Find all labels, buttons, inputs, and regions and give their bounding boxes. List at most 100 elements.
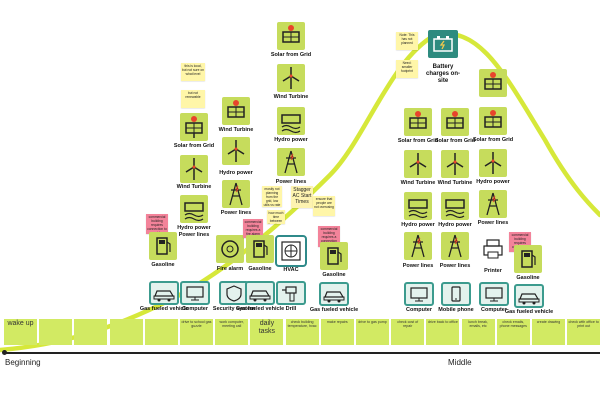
wind-card[interactable] <box>277 64 305 92</box>
timeline-step-note[interactable] <box>39 319 73 345</box>
timeline-step-note[interactable] <box>144 319 178 345</box>
timeline-step-note[interactable]: make repairs <box>320 319 354 345</box>
card-label: Hydro power <box>219 170 253 176</box>
timeline-step-note[interactable]: wake up <box>4 319 37 345</box>
mobile-card[interactable] <box>441 282 471 306</box>
timeline-step-note[interactable]: drive to gas pump <box>356 319 389 345</box>
sticky-note[interactable]: commercial building requires connection … <box>146 214 168 234</box>
card-label: Gasoline <box>322 272 346 278</box>
card-label: Wind Turbine <box>437 180 473 186</box>
timeline-step-note[interactable]: drive back to office <box>426 319 460 345</box>
sticky-note[interactable]: this is local, but not sure on what leve… <box>181 63 205 81</box>
power-lines-card[interactable] <box>404 232 432 260</box>
car-icon <box>249 290 271 302</box>
gas-vehicle-card[interactable] <box>245 281 275 305</box>
sticky-note[interactable]: how much time between fire alarms and ci… <box>267 210 285 224</box>
gas-vehicle-card[interactable] <box>149 281 179 305</box>
sticky-text: how much time between fire alarms and ci… <box>268 211 284 224</box>
timeline-step-note[interactable]: check building temperature, hvac <box>285 319 319 345</box>
solar-card[interactable] <box>479 69 507 97</box>
card-label: Computer <box>182 306 208 312</box>
solar-card[interactable] <box>404 108 432 136</box>
solar-card[interactable] <box>180 113 208 141</box>
dam-icon <box>281 114 301 134</box>
hydro-card[interactable] <box>180 195 208 223</box>
card-label: Hydro power <box>476 179 510 185</box>
timeline-step-note[interactable]: work computer, meeting call <box>215 319 249 345</box>
card-label: Power lines <box>220 210 252 216</box>
wind-card[interactable] <box>441 150 469 178</box>
gasoline-card[interactable] <box>149 232 177 260</box>
hvac-card[interactable] <box>275 235 307 267</box>
gas-vehicle-card[interactable] <box>319 282 349 306</box>
sticky-note[interactable]: Note: This has not planned <box>396 32 418 50</box>
fire-alarm-card[interactable] <box>216 235 244 263</box>
timeline-step-note[interactable]: drive to school gas guzzle <box>180 319 213 345</box>
fuel-pump-icon <box>156 237 171 255</box>
sticky-note[interactable]: mostly not planning from the grid, low u… <box>262 186 282 207</box>
timeline-step-note[interactable] <box>109 319 143 345</box>
card-label: Power lines <box>439 263 471 269</box>
sticky-note[interactable]: Need: smaller footprint <box>396 60 418 78</box>
timeline-step-note[interactable]: check with office to print out <box>567 319 600 345</box>
gas-vehicle-card[interactable] <box>514 284 544 308</box>
wind-card[interactable] <box>180 155 208 183</box>
timeline-step-text: check with office to print out <box>568 320 599 329</box>
printer-card[interactable] <box>479 235 507 263</box>
card-label: Printer <box>484 268 502 274</box>
gasoline-card[interactable] <box>246 235 274 263</box>
card-label: Hydro power <box>177 225 211 231</box>
hydro-card[interactable] <box>404 192 432 220</box>
computer-card[interactable] <box>404 282 434 306</box>
sticky-text: commercial building requires a fire alar… <box>244 220 262 236</box>
solar-card[interactable] <box>222 97 250 125</box>
hydro-card[interactable] <box>441 192 469 220</box>
power-lines-card[interactable] <box>441 232 469 260</box>
computer-card[interactable] <box>479 282 509 306</box>
security-card[interactable] <box>219 281 249 305</box>
sticky-note[interactable]: Stagger AC Start Times <box>291 186 313 208</box>
solar-card[interactable] <box>277 22 305 50</box>
card-label: Power lines <box>178 232 210 238</box>
computer-card[interactable] <box>180 281 210 305</box>
solar-panel-icon <box>409 111 427 129</box>
wind-card[interactable] <box>222 137 250 165</box>
timeline-step-note[interactable]: create drawing <box>532 319 565 345</box>
power-tower-icon <box>284 150 298 174</box>
solar-card[interactable] <box>479 107 507 135</box>
timeline-step-text: drive to school gas guzzle <box>181 320 212 329</box>
sticky-note[interactable]: commercial building requires a fire alar… <box>243 219 263 238</box>
wind-turbine-icon <box>409 153 427 175</box>
timeline-step-note[interactable]: check cost of repair <box>391 319 425 345</box>
power-lines-card[interactable] <box>222 180 250 208</box>
card-label: Security system <box>212 306 256 312</box>
sticky-note[interactable]: commercial building requires a connectio… <box>318 226 340 247</box>
power-tower-icon <box>229 182 243 206</box>
wind-turbine-icon <box>185 158 203 180</box>
timeline-step-note[interactable]: lunch break, emails, etc <box>461 319 495 345</box>
timeline-step-text: create drawing <box>536 320 561 324</box>
gasoline-card[interactable] <box>514 245 542 273</box>
sticky-note[interactable]: but not renewable <box>181 90 205 108</box>
wind-card[interactable] <box>404 150 432 178</box>
sticky-text: this is local, but not sure on what leve… <box>182 64 204 76</box>
power-lines-card[interactable] <box>277 148 305 176</box>
timeline-step-note[interactable]: daily tasks <box>250 319 284 345</box>
drill-icon <box>282 286 297 302</box>
solar-card[interactable] <box>441 108 469 136</box>
sticky-note[interactable]: ensure that people are not overusing <box>313 196 335 216</box>
battery-card[interactable] <box>428 30 458 58</box>
gasoline-card[interactable] <box>320 242 348 270</box>
hydro-card[interactable] <box>277 107 305 135</box>
timeline-step-note[interactable]: check emails, phone messages <box>496 319 530 345</box>
wind-card[interactable] <box>479 149 507 177</box>
sticky-text: Need: smaller footprint <box>401 61 413 73</box>
timeline-step-note[interactable] <box>74 319 108 345</box>
sticky-text: ensure that people are not overusing <box>314 197 334 209</box>
drill-card[interactable] <box>276 281 306 305</box>
card-label: Hydro power <box>438 222 472 228</box>
dam-icon <box>184 202 204 222</box>
solar-panel-icon <box>185 116 203 138</box>
power-lines-card[interactable] <box>479 190 507 218</box>
